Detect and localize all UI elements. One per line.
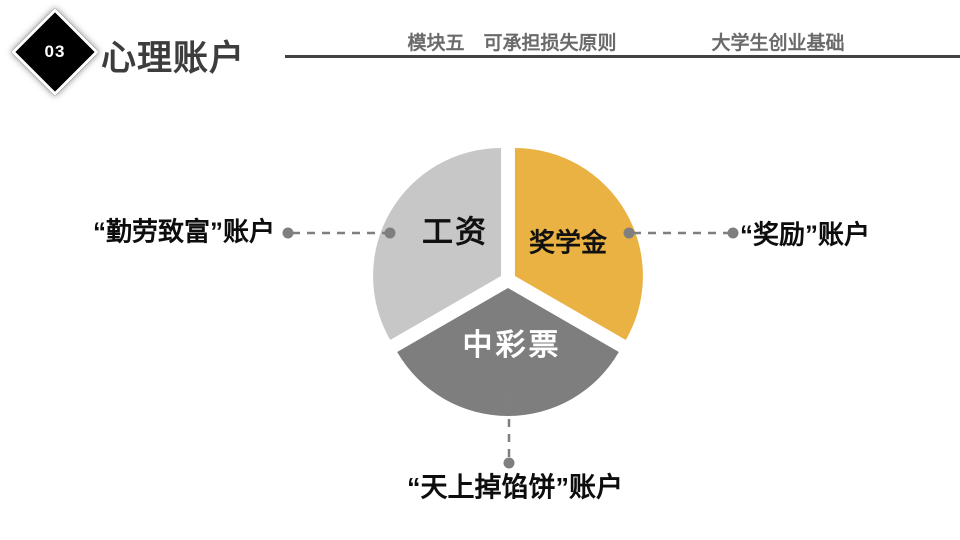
pie-slice-scholarship	[514, 148, 643, 340]
account-label-windfall: “天上掉馅饼”账户	[407, 472, 623, 503]
connector-dot-bottom-inner	[503, 393, 515, 405]
pie-slice-label-lottery: 中彩票	[462, 329, 562, 362]
connector-dot-bottom-outer	[503, 457, 515, 469]
connector-dot-left-inner	[384, 227, 396, 239]
header-divider	[285, 55, 960, 58]
page-title: 心理账户	[101, 39, 246, 78]
connector-dot-left-outer	[282, 227, 294, 239]
header-course-text: 大学生创业基础	[711, 33, 845, 54]
header-module-text: 模块五 可承担损失原则	[407, 33, 617, 54]
pie-slice-label-scholarship: 奖学金	[528, 227, 608, 258]
account-label-hard-work: “勤劳致富”账户	[92, 216, 276, 247]
connector-dot-right-inner	[623, 227, 635, 239]
connector-dot-right-outer	[727, 227, 739, 239]
account-label-reward: “奖励”账户	[740, 219, 871, 250]
pie-slice-lottery	[397, 288, 619, 416]
pie-slice-salary	[373, 148, 502, 340]
pie-slice-label-salary: 工资	[422, 214, 488, 250]
